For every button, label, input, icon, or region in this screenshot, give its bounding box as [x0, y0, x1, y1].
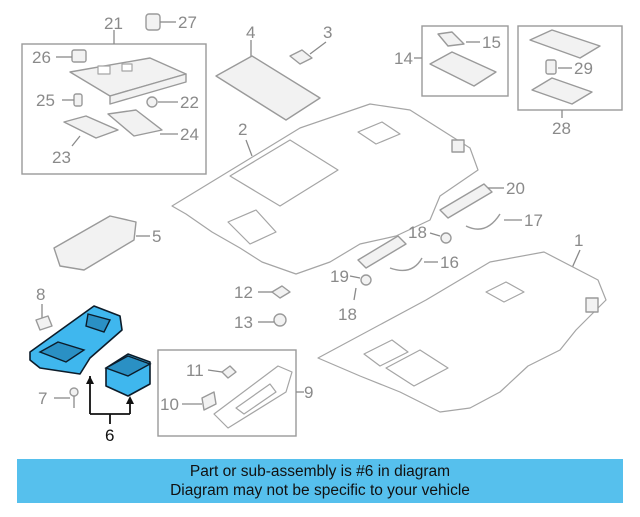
part-25-bulb	[62, 93, 83, 107]
group-box-28	[517, 25, 623, 111]
part-4-pad	[215, 55, 321, 121]
part-5-console-cover	[53, 215, 137, 271]
part-23-lens	[63, 115, 119, 147]
callout-28: 28	[552, 119, 571, 138]
part-20-handle	[439, 183, 493, 219]
part-6-highlighted	[29, 305, 152, 397]
banner-line-1: Part or sub-assembly is #6 in diagram	[189, 463, 451, 480]
callout-24: 24	[180, 125, 199, 144]
callout-21: 21	[104, 14, 123, 33]
callout-5: 5	[152, 227, 161, 246]
callout-3: 3	[323, 23, 332, 42]
part-9-sunvisor	[213, 365, 293, 429]
part-19-clip	[360, 274, 372, 286]
part-3-clip	[289, 49, 313, 65]
callout-19: 19	[330, 267, 349, 286]
callout-26: 26	[32, 48, 51, 67]
callout-22: 22	[180, 93, 199, 112]
part-1-headliner	[317, 251, 607, 413]
callout-10: 10	[160, 395, 179, 414]
part-2-headliner	[171, 103, 479, 275]
callout-23: 23	[52, 148, 71, 167]
part-18-screw-upper	[440, 232, 452, 244]
callout-29: 29	[574, 59, 593, 78]
callout-11: 11	[186, 361, 204, 380]
callout-2: 2	[238, 120, 247, 139]
part-14-lamp	[429, 31, 497, 87]
callout-27: 27	[178, 13, 197, 32]
callout-9: 9	[304, 383, 313, 402]
callout-25: 25	[36, 91, 55, 110]
part-7-screw	[69, 387, 79, 408]
callout-6: 6	[105, 426, 114, 445]
part-24-lens	[107, 109, 178, 137]
callout-14: 14	[394, 49, 413, 68]
part-21-map-lamp	[69, 57, 187, 105]
part-16-grip	[389, 257, 423, 272]
part-28-lamp	[529, 29, 601, 105]
part-8-clip	[35, 315, 53, 331]
group-box-14	[421, 25, 509, 97]
part-13-clip	[273, 313, 287, 327]
callout-4: 4	[246, 23, 255, 42]
part-26-clip	[56, 49, 87, 63]
callout-13: 13	[234, 313, 253, 332]
callout-17: 17	[524, 211, 543, 230]
callout-1: 1	[574, 231, 583, 250]
callout-6-bracket	[86, 376, 134, 424]
part-22-screw	[146, 96, 178, 108]
part-27-bulb	[145, 13, 176, 31]
callout-20: 20	[506, 179, 525, 198]
part-12-clip	[271, 285, 291, 299]
part-11-clip	[221, 365, 237, 379]
part-10-hook	[201, 391, 217, 411]
group-box-9	[157, 349, 297, 437]
callout-18b: 18	[338, 305, 357, 324]
callout-8: 8	[36, 285, 45, 304]
info-banner: Part or sub-assembly is #6 in diagram Di…	[17, 459, 623, 503]
callout-18a: 18	[408, 223, 427, 242]
callout-16: 16	[440, 253, 459, 272]
part-17-grip	[465, 213, 501, 230]
banner-line-2: Diagram may not be specific to your vehi…	[170, 482, 470, 499]
callout-15: 15	[482, 33, 501, 52]
callout-12: 12	[234, 283, 253, 302]
callout-7: 7	[38, 389, 47, 408]
part-16-bezel	[357, 235, 407, 269]
